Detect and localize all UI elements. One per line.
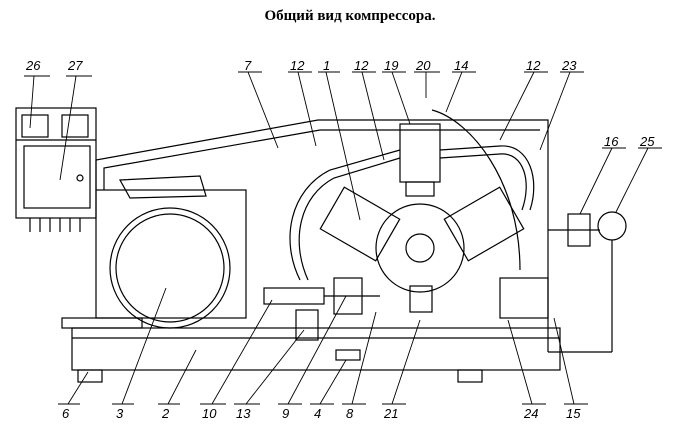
callout-13: 13 xyxy=(236,406,251,421)
callout-23: 23 xyxy=(561,58,577,73)
base-frame xyxy=(61,317,561,383)
leader-lines xyxy=(24,71,662,405)
callout-25: 25 xyxy=(639,134,655,149)
callout-2: 2 xyxy=(161,406,170,421)
valve-group xyxy=(263,277,380,361)
control-cabinet xyxy=(15,107,97,232)
callout-15: 15 xyxy=(566,406,581,421)
callout-24: 24 xyxy=(523,406,538,421)
pipework xyxy=(289,109,535,281)
callout-26: 26 xyxy=(25,58,41,73)
callout-21: 21 xyxy=(383,406,398,421)
callout-20: 20 xyxy=(415,58,431,73)
frame-cover xyxy=(95,119,549,352)
drawing-title: Общий вид компрессора. xyxy=(264,8,436,24)
callout-3: 3 xyxy=(116,406,124,421)
callout-9: 9 xyxy=(282,406,289,421)
callout-8: 8 xyxy=(346,406,354,421)
callout-12b: 12 xyxy=(354,58,369,73)
callout-19: 19 xyxy=(384,58,398,73)
callout-12c: 12 xyxy=(526,58,541,73)
discharge-assembly xyxy=(548,211,627,353)
compressor-block xyxy=(319,123,549,319)
callout-10: 10 xyxy=(202,406,217,421)
callout-labels: 26 27 7 12 1 12 19 20 14 12 23 16 25 6 3… xyxy=(25,58,655,421)
callout-16: 16 xyxy=(604,134,619,149)
callout-6: 6 xyxy=(62,406,70,421)
callout-27: 27 xyxy=(67,58,83,73)
callout-12a: 12 xyxy=(290,58,305,73)
callout-4: 4 xyxy=(314,406,321,421)
callout-14: 14 xyxy=(454,58,468,73)
callout-7: 7 xyxy=(244,58,252,73)
electric-motor xyxy=(95,175,247,329)
callout-1: 1 xyxy=(323,58,330,73)
